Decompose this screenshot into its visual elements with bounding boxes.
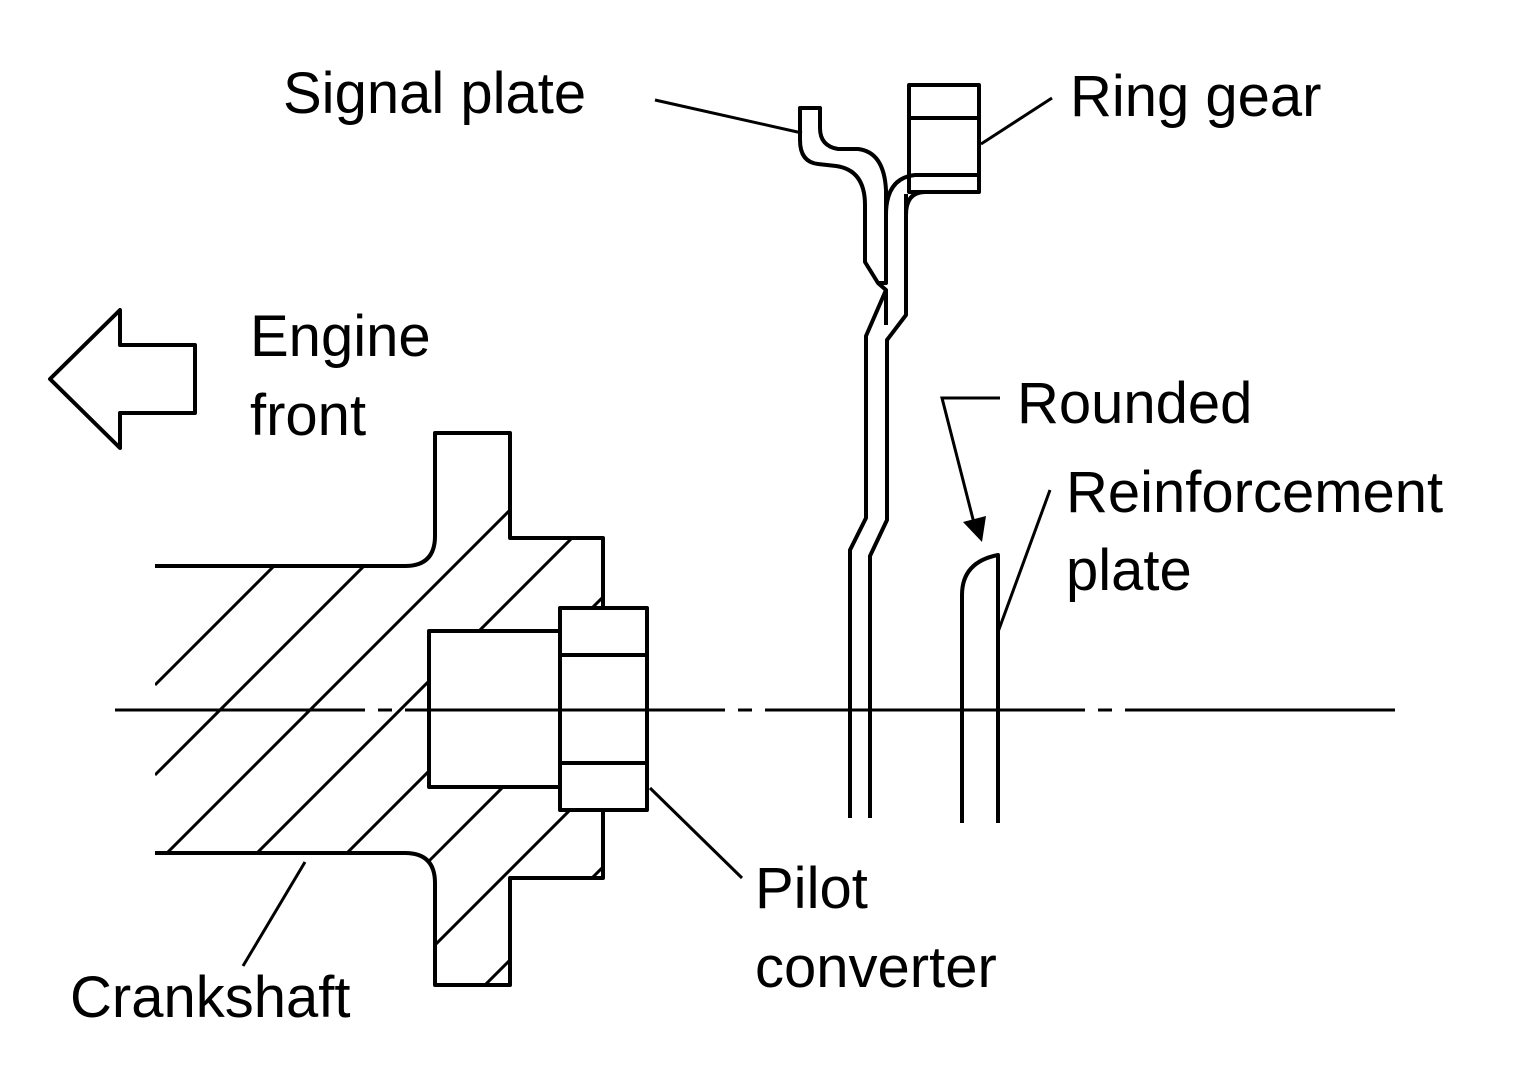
pilot-converter-label-line2: converter [755, 935, 997, 1000]
signal-plate-label: Signal plate [283, 61, 586, 126]
crankshaft-section [155, 431, 605, 987]
pilot-converter-label-line1: Pilot [755, 856, 868, 921]
engine-front-label-line2: front [250, 383, 366, 448]
rounded-label: Rounded [1017, 371, 1252, 436]
drive-plate [798, 106, 979, 818]
ring-gear-label: Ring gear [1070, 64, 1321, 129]
rounded-arrowhead-icon [963, 516, 986, 542]
reinforcement-plate [960, 553, 1000, 823]
engine-front-arrow-icon [48, 308, 197, 450]
engine-front-label-line1: Engine [250, 304, 431, 369]
leader-lines [241, 96, 1053, 967]
pilot-converter-bushing [427, 606, 649, 812]
reinforcement-plate-label-line1: Reinforcement [1066, 460, 1443, 525]
reinforcement-plate-label-line2: plate [1066, 538, 1192, 603]
crankshaft-label: Crankshaft [70, 965, 350, 1030]
ring-gear [907, 83, 981, 194]
crankshaft-hatching [155, 433, 603, 985]
